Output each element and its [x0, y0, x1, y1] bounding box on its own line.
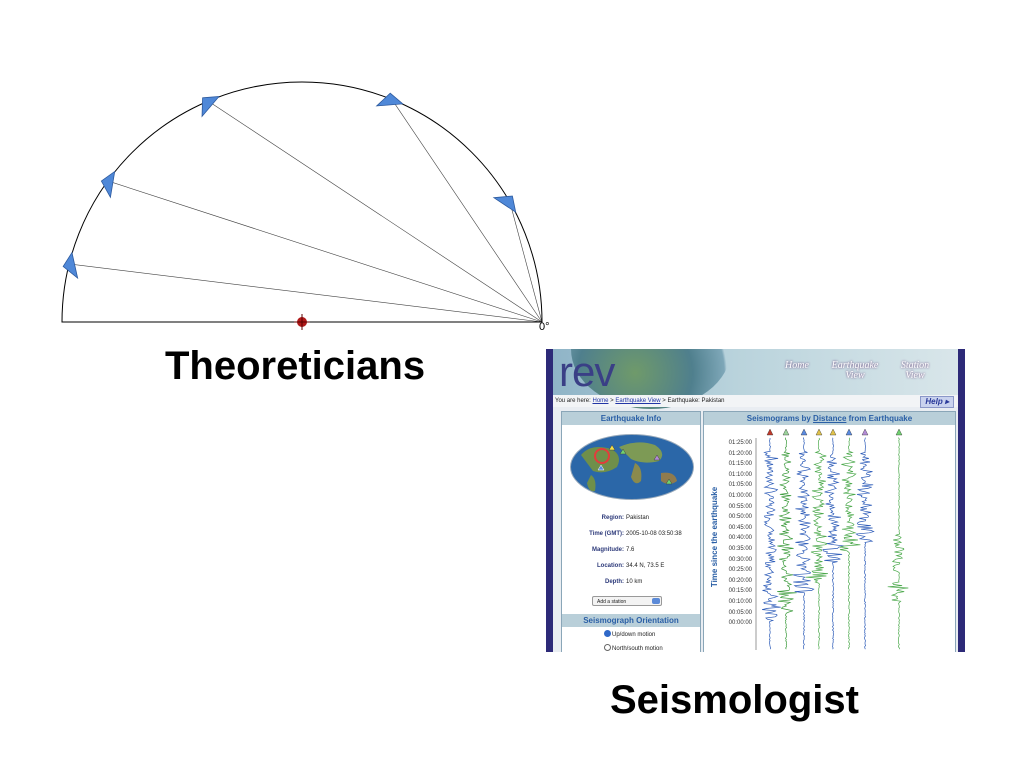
ray-path	[107, 180, 543, 323]
rev-header: rev Home Earthquake View Station View	[553, 349, 958, 409]
station-triangle-icon	[861, 428, 869, 436]
nav-earthquake-view-link[interactable]: Earthquake View	[829, 361, 881, 381]
earthquake-info-title: Earthquake Info	[562, 412, 700, 425]
depth-row: Depth:10 km	[605, 579, 643, 585]
rev-logo: rev	[559, 349, 615, 395]
add-station-select[interactable]: Add a station	[592, 596, 662, 606]
location-row: Location:34.4 N, 73.5 E	[597, 563, 665, 569]
help-button[interactable]: Help ▸	[920, 396, 954, 408]
seismogram-trace	[839, 437, 861, 650]
station-triangle-icon	[829, 428, 837, 436]
seismogram-trace	[855, 437, 875, 650]
time-tick-label: 01:20:00	[728, 450, 752, 457]
station-triangle-icon	[815, 428, 823, 436]
orientation-title: Seismograph Orientation	[562, 614, 700, 627]
station-triangle-icon	[492, 195, 517, 213]
seismogram-traces	[755, 428, 909, 650]
seismogram-trace	[822, 437, 845, 650]
breadcrumb-sep: >	[662, 398, 666, 404]
nav-eq-line1: Earthquake	[831, 360, 879, 371]
seismograms-title: Seismograms by Distance from Earthquake	[704, 412, 955, 425]
ray-paths	[69, 99, 543, 323]
seismogram-trace	[762, 437, 781, 650]
time-tick-label: 00:10:00	[728, 599, 752, 605]
seismogram-trace	[777, 437, 797, 650]
ray-path	[509, 201, 543, 323]
orientation-up-radio[interactable]: Up/down motion	[604, 630, 655, 638]
seismograms-panel: Seismograms by Distance from Earthquake …	[703, 411, 956, 652]
radio-selected-icon	[604, 630, 611, 637]
nav-st-line2: View	[905, 370, 925, 381]
station-triangle-icon	[375, 92, 404, 107]
time-tick-label: 00:40:00	[728, 535, 752, 542]
region-row: Region:Pakistan	[601, 515, 650, 521]
time-tick-label: 00:05:00	[728, 609, 752, 616]
nav-station-view-link[interactable]: Station View	[895, 361, 935, 381]
seismogram-trace	[887, 437, 909, 650]
breadcrumb-prefix: You are here:	[555, 398, 591, 404]
nav-st-line1: Station	[900, 360, 930, 371]
breadcrumb-bar: You are here: Home > Earthquake View > E…	[553, 395, 958, 408]
time-tick-label: 00:45:00	[728, 524, 752, 531]
time-row: Time (GMT):2005-10-08 03:50:38	[589, 531, 682, 537]
station-triangle-icon	[800, 428, 808, 436]
time-tick-label: 00:25:00	[728, 567, 752, 574]
rev-page: rev Home Earthquake View Station View Yo…	[553, 349, 958, 652]
station-triangle-icon	[895, 428, 903, 436]
epicenter-marker	[294, 314, 310, 330]
breadcrumb-current: Earthquake: Pakistan	[667, 398, 725, 404]
breadcrumb-sep: >	[610, 398, 614, 404]
ray-path	[391, 99, 543, 323]
time-tick-label: 00:15:00	[728, 588, 752, 595]
station-triangle-icon	[201, 96, 220, 118]
time-tick-label: 00:20:00	[728, 577, 752, 584]
breadcrumb-eq-view-link[interactable]: Earthquake View	[615, 398, 661, 404]
zero-degree-label: 0°	[539, 321, 550, 333]
time-tick-label: 01:05:00	[728, 482, 752, 489]
nav-home-link[interactable]: Home	[785, 360, 809, 371]
station-triangle-icon	[845, 428, 853, 436]
station-triangle-icon	[62, 251, 79, 280]
time-tick-label: 00:55:00	[728, 503, 752, 510]
time-tick-label: 00:35:00	[728, 546, 752, 552]
time-tick-label: 01:10:00	[728, 471, 752, 478]
rev-screenshot: rev Home Earthquake View Station View Yo…	[546, 349, 965, 652]
radio-icon	[604, 644, 611, 651]
station-triangle-icon	[782, 428, 790, 436]
time-tick-label: 01:15:00	[728, 461, 752, 468]
orientation-ns-radio[interactable]: North/south motion	[604, 644, 663, 652]
time-tick-label: 00:50:00	[728, 514, 752, 521]
seismogram-trace	[792, 437, 815, 650]
time-tick-label: 01:25:00	[728, 440, 752, 446]
select-arrow-icon	[652, 598, 660, 604]
ray-path	[208, 100, 543, 323]
time-tick-label: 00:00:00	[728, 620, 752, 627]
distance-link[interactable]: Distance	[813, 414, 847, 423]
station-triangle-icon	[766, 428, 774, 436]
seismologist-label: Seismologist	[610, 678, 859, 722]
time-tick-label: 01:00:00	[728, 493, 752, 499]
breadcrumb: You are here: Home > Earthquake View > E…	[555, 395, 725, 407]
time-tick-label: 00:30:00	[728, 556, 752, 563]
ray-path	[69, 263, 543, 323]
magnitude-row: Magnitude:7.6	[592, 547, 635, 553]
station-markers	[62, 92, 517, 280]
nav-eq-line2: View	[845, 370, 865, 381]
earthquake-info-panel: Earthquake Info Region:Pakistan	[561, 411, 701, 652]
station-triangle-icon	[100, 170, 116, 199]
semicircle-outline	[61, 81, 543, 323]
world-map[interactable]	[570, 434, 694, 500]
breadcrumb-home-link[interactable]: Home	[592, 398, 609, 404]
theoreticians-label: Theoreticians	[165, 344, 426, 388]
